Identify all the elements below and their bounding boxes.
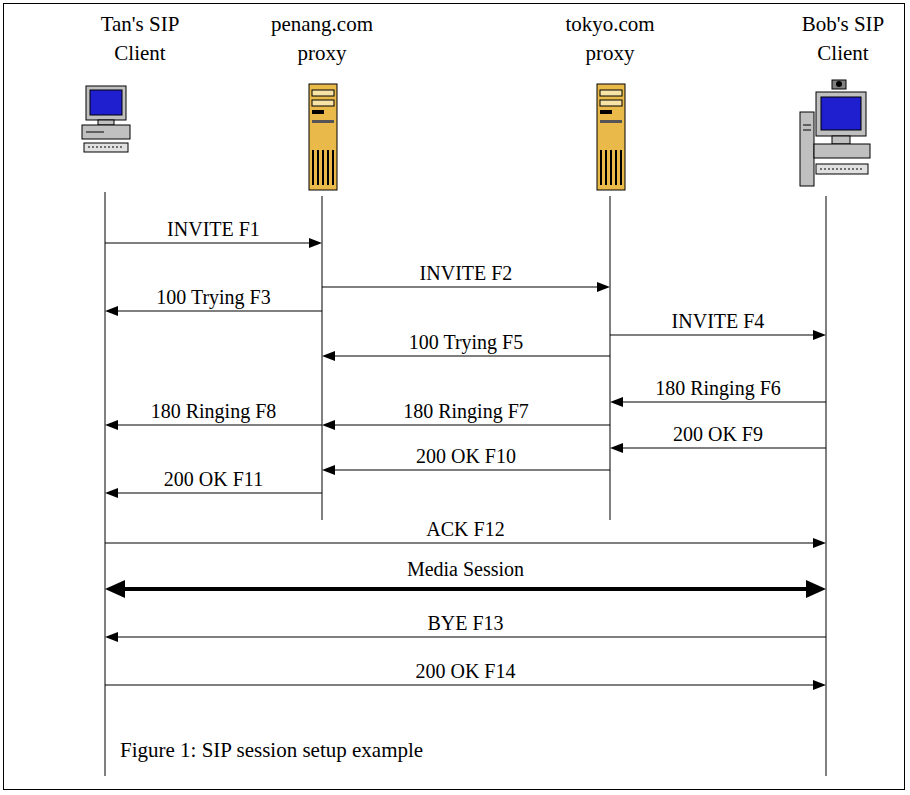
message-label: INVITE F1 (165, 218, 262, 241)
lifeline (826, 196, 827, 776)
participant-name: Bob's SIP Client (784, 10, 902, 69)
message-label: 100 Trying F3 (154, 286, 273, 309)
message-label: Media Session (405, 558, 526, 581)
message-label: INVITE F2 (418, 262, 515, 285)
participant-label: tokyo.com proxy (551, 10, 669, 69)
workstation-icon (800, 80, 870, 186)
participant-name: Tan's SIP Client (81, 10, 199, 69)
message-label: 180 Ringing F7 (401, 400, 531, 423)
participant-name: penang.com proxy (263, 10, 381, 69)
server-icon (309, 84, 337, 190)
participant-label: Bob's SIP Client (784, 10, 902, 69)
lifeline (610, 196, 611, 520)
participant-label: penang.com proxy (263, 10, 381, 69)
lifeline (105, 192, 106, 776)
message-label: 200 OK F10 (414, 445, 518, 468)
lifeline (322, 196, 323, 520)
message-label: BYE F13 (425, 612, 505, 635)
message-label: 200 OK F11 (162, 468, 265, 491)
message-label: 180 Ringing F6 (653, 377, 783, 400)
message-label: ACK F12 (424, 518, 506, 541)
participant-label: Tan's SIP Client (81, 10, 199, 69)
message-label: 100 Trying F5 (407, 331, 526, 354)
message-label: 200 OK F14 (413, 660, 517, 683)
message-label: 200 OK F9 (671, 423, 765, 446)
pc-icon (82, 86, 130, 152)
message-label: INVITE F4 (670, 310, 767, 333)
frame (4, 4, 905, 790)
participant-name: tokyo.com proxy (551, 10, 669, 69)
figure-caption: Figure 1: SIP session setup example (120, 738, 423, 763)
message-label: 180 Ringing F8 (149, 400, 279, 423)
message-arrow (105, 580, 826, 598)
server-icon (597, 84, 625, 190)
